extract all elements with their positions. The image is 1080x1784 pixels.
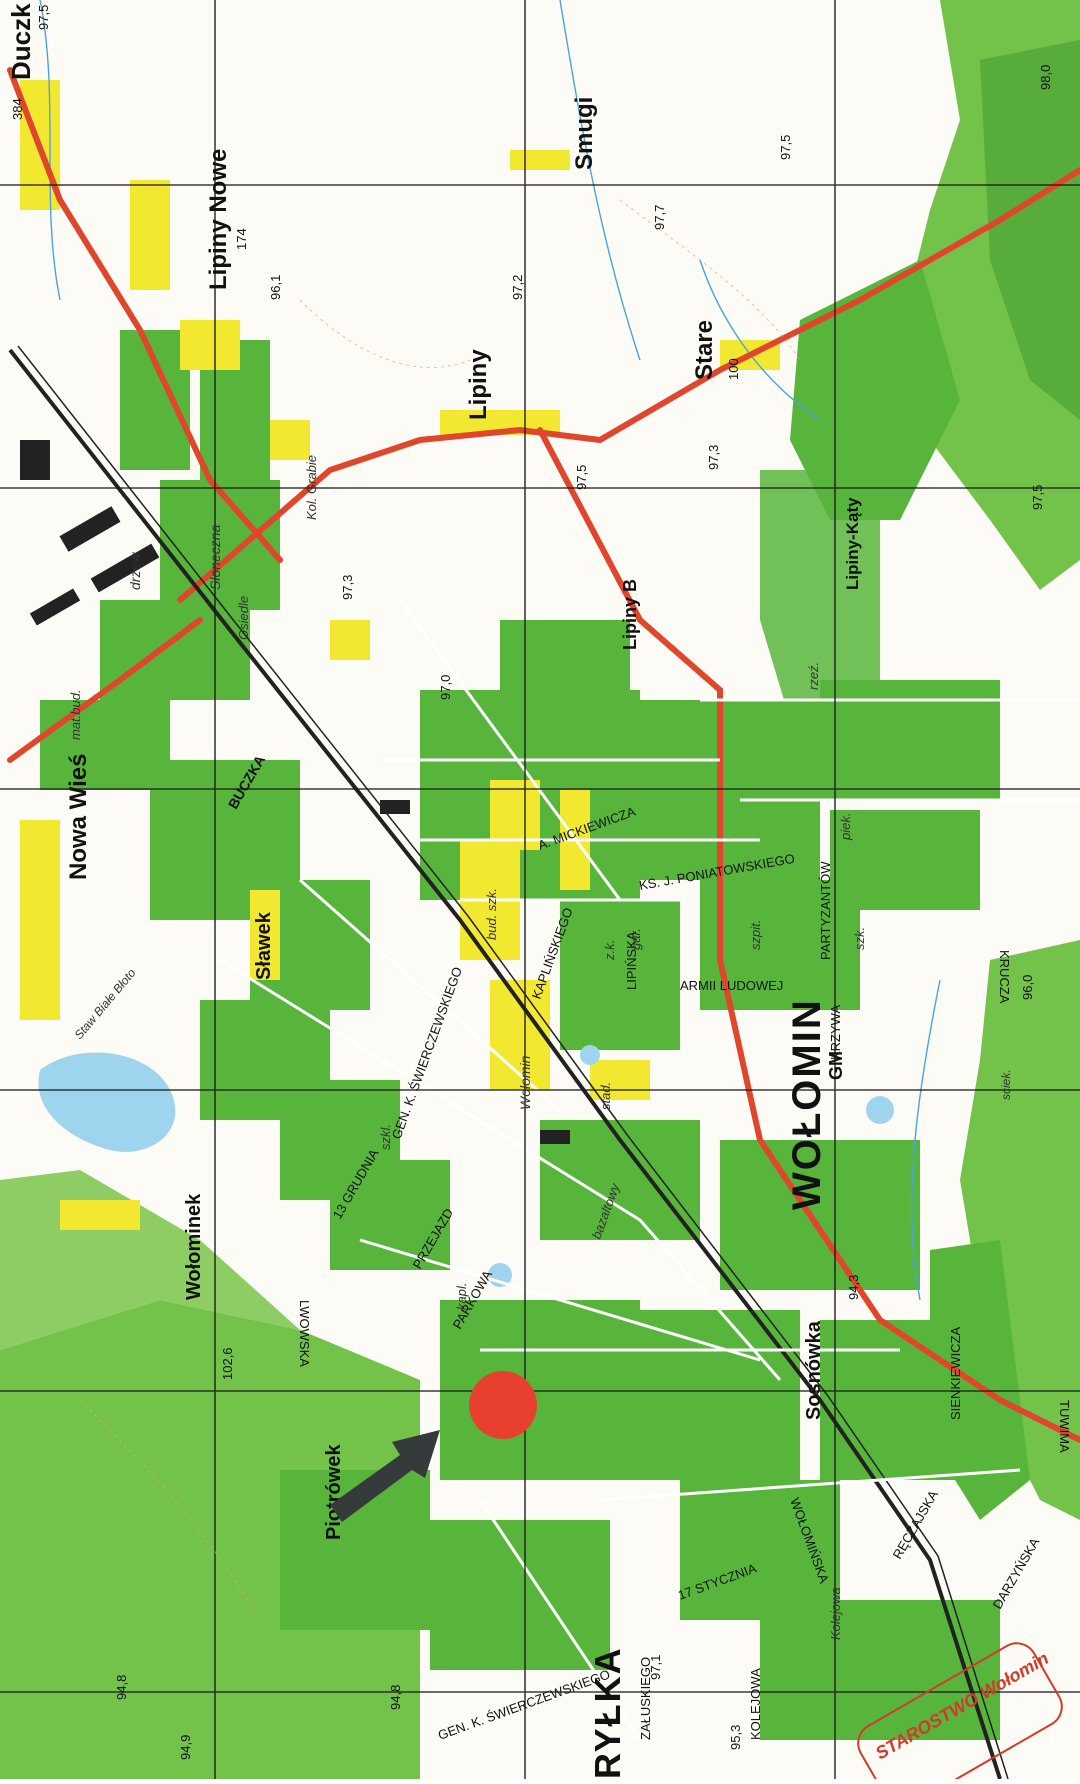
elevation-label: 97,3 — [340, 575, 355, 600]
forest-lipiny — [790, 260, 960, 520]
street-kolejowa-2: Kolejowa — [828, 1587, 843, 1640]
label-nowa-wies: Nowa Wieś — [65, 754, 92, 880]
pointer-arrow — [330, 1430, 440, 1522]
annot-sciek: sciek. — [999, 1069, 1013, 1100]
elevation-label: 100 — [726, 358, 741, 380]
annot-stad: stad. — [598, 1082, 613, 1110]
street-armii-ludowej: ARMII LUDOWEJ — [680, 978, 783, 993]
streams — [39, 0, 941, 1301]
street-krzywa: KRZYWA — [828, 1005, 843, 1060]
forest-southwest — [0, 1300, 420, 1779]
label-piotrowek: Piotrówek — [323, 1444, 345, 1540]
annot-szk: szk. — [852, 927, 867, 950]
road-west — [7, 617, 203, 763]
label-lipiny-katy: Lipiny-Kąty — [843, 497, 862, 590]
label-sosnowka: Sosnówka — [803, 1320, 825, 1420]
label-osiedle: Osiedle — [236, 596, 251, 640]
lake-staw-biale-bloto — [38, 1052, 176, 1152]
annot-drzew: drzew. — [127, 550, 143, 590]
place-labels: Duczk Lipiny Nowe Smugi Lipiny Stare Lip… — [6, 3, 862, 1779]
label-sloneczna: Słoneczna — [207, 524, 223, 590]
secondary-roads — [219, 599, 1080, 1741]
elevation-label: 384 — [10, 98, 25, 120]
annot-rzez: rzeź. — [806, 662, 821, 690]
street-partyzantow: PARTYZANTÓW — [818, 861, 833, 960]
elevation-label: 97,5 — [574, 465, 589, 490]
label-slawek: Sławek — [253, 911, 275, 980]
label-wolominek: Wołominek — [183, 1193, 205, 1300]
annot-mat-bud: mat.bud. — [68, 689, 83, 740]
annot-szpit: szpit. — [748, 920, 763, 950]
location-pointer[interactable] — [330, 1371, 537, 1522]
elevation-label: 102,6 — [220, 1347, 235, 1380]
elevation-label: 97,3 — [706, 445, 721, 470]
pond-east — [866, 1096, 894, 1124]
elevation-label: 97,5 — [778, 135, 793, 160]
road-north-west — [7, 67, 283, 563]
elevation-label: 97,5 — [36, 5, 51, 30]
annot-piek: piek. — [838, 813, 853, 841]
annot-bud-szk: bud. szk. — [484, 888, 499, 940]
annot-gar: gar. — [628, 928, 643, 950]
road-south-main — [537, 427, 1080, 1443]
road-to-lipiny — [177, 167, 1080, 603]
industrial-buildings — [20, 440, 570, 1144]
label-duczki: Duczk — [6, 3, 36, 80]
street-kolejowa: KOLEJOWA — [748, 1668, 763, 1740]
elevation-label: 94,8 — [388, 1685, 403, 1710]
elevation-label: 174 — [234, 228, 249, 250]
elevation-label: 94,9 — [178, 1735, 193, 1760]
label-lipiny-nowe: Lipiny Nowe — [205, 149, 232, 290]
elevation-label: 98,0 — [1038, 65, 1053, 90]
elevation-label: 95,3 — [728, 1725, 743, 1750]
elevation-label: 97,7 — [652, 205, 667, 230]
railway — [8, 345, 1009, 1780]
street-tuwima: TUWIMA — [1057, 1400, 1072, 1453]
label-gm: GM — [826, 1051, 846, 1080]
location-marker — [469, 1371, 537, 1439]
annot-zk: z.k. — [602, 940, 617, 961]
forest-lipiny-katy — [760, 470, 880, 720]
label-lipiny: Lipiny — [465, 349, 492, 420]
label-kol-grabie: Kol. Grabie — [304, 455, 319, 520]
label-wolomin: WOŁOMIN — [785, 998, 829, 1210]
elevation-label: 97,1 — [648, 1655, 663, 1680]
label-lipiny-b: Lipiny B — [620, 579, 640, 650]
label-smugi: Smugi — [571, 97, 598, 170]
elevation-label: 94,3 — [846, 1275, 861, 1300]
street-lipinska: LIPIŃSKA — [624, 931, 639, 990]
street-sienkiewicza: SIENKIEWICZA — [948, 1326, 963, 1420]
label-wolomin-station: Wołomin — [517, 1055, 533, 1110]
elevation-labels: 97,5 384 174 96,1 97,2 97,7 97,5 98,0 100 97,5 97,… — [10, 5, 1053, 1760]
pond-south — [580, 1045, 600, 1065]
elevation-label: 96,1 — [268, 275, 283, 300]
elevation-label: 97,2 — [510, 275, 525, 300]
main-roads — [7, 67, 1080, 1443]
contour-lines — [79, 199, 801, 1621]
label-stare: Stare — [691, 320, 718, 380]
street-krucza: KRUCZA — [997, 950, 1012, 1004]
forest-southeast — [960, 940, 1080, 1520]
annot-szkl: szkl. — [378, 1124, 393, 1150]
elevation-label: 96,0 — [1020, 975, 1035, 1000]
label-bylka: RYŁKA — [587, 1646, 628, 1779]
street-lwowska: LWOWSKA — [297, 1300, 312, 1367]
elevation-label: 97,0 — [438, 675, 453, 700]
elevation-label: 94,8 — [114, 1675, 129, 1700]
elevation-label: 97,5 — [1030, 485, 1045, 510]
annot-kapl: kapl. — [454, 1283, 469, 1310]
street-zaluskiego: ZAŁUSKIEGO — [638, 1657, 653, 1740]
forest-east-dark — [980, 40, 1080, 420]
